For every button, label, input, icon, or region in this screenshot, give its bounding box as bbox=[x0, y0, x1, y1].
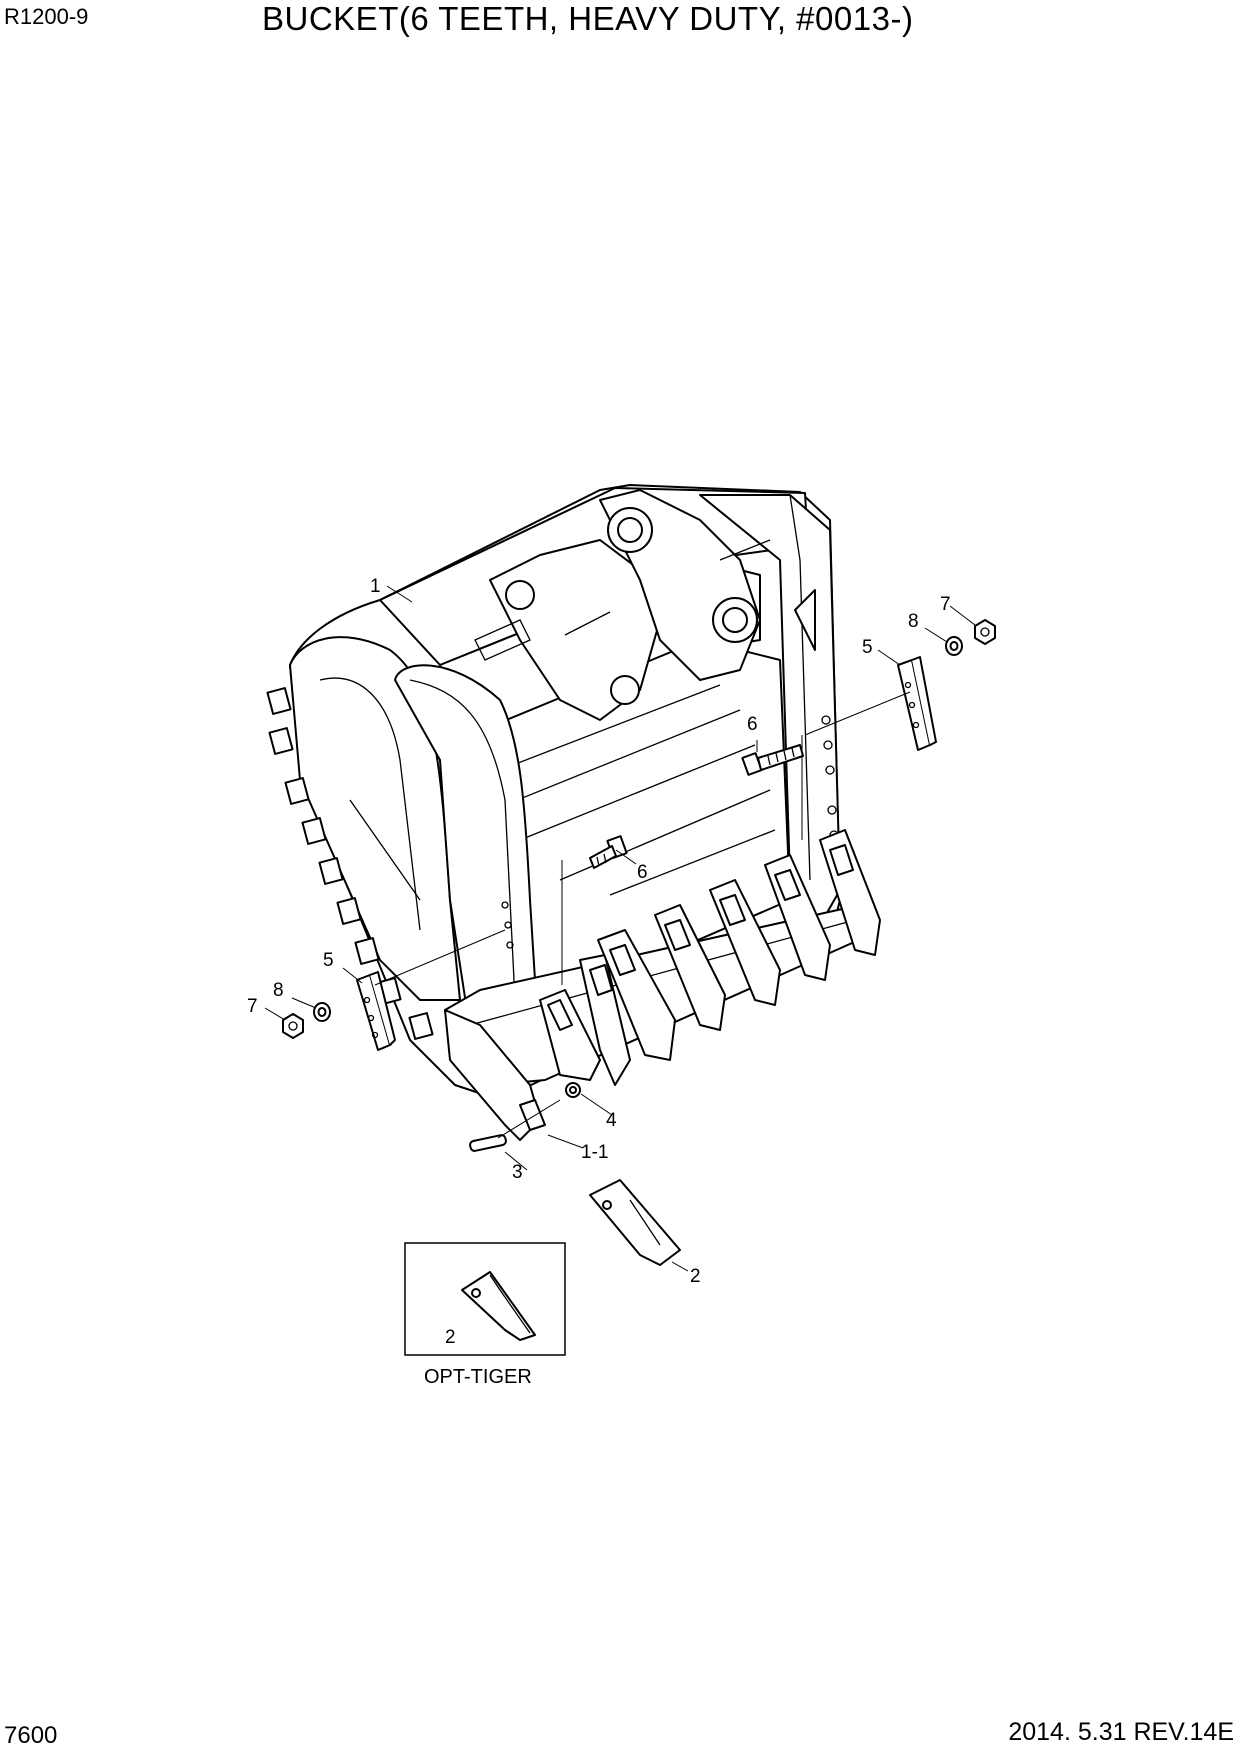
callout-4: 4 bbox=[606, 1110, 617, 1131]
bucket-teeth-row bbox=[444, 829, 881, 1141]
tiger-tooth bbox=[461, 1271, 536, 1341]
side-cutter-left bbox=[356, 971, 396, 1051]
callout-7-right: 7 bbox=[940, 594, 951, 615]
tooth-3 bbox=[597, 929, 676, 1061]
option-inset-box bbox=[404, 1242, 566, 1356]
nut-right bbox=[974, 619, 996, 645]
callout-2-opt: 2 bbox=[445, 1327, 456, 1348]
callout-5-left: 5 bbox=[323, 950, 334, 971]
date-revision: 2014. 5.31 REV.14E bbox=[1008, 1718, 1234, 1746]
callout-6-upper: 6 bbox=[747, 714, 758, 735]
tooth-1 bbox=[539, 989, 601, 1081]
bucket-body bbox=[266, 484, 871, 1101]
washer-part bbox=[565, 1082, 581, 1098]
pin-part bbox=[469, 1134, 507, 1152]
callout-2-tooth: 2 bbox=[690, 1266, 701, 1287]
callout-3: 3 bbox=[512, 1162, 523, 1183]
tooth-7 bbox=[819, 829, 881, 956]
tooth-detached bbox=[589, 1179, 681, 1266]
corner-adapter bbox=[444, 1009, 546, 1141]
callout-1: 1 bbox=[370, 576, 381, 597]
option-label: OPT-TIGER bbox=[424, 1366, 532, 1388]
tooth-4 bbox=[654, 904, 726, 1031]
callout-8-left: 8 bbox=[273, 980, 284, 1001]
bolt-upper bbox=[741, 744, 804, 776]
callout-7-left: 7 bbox=[247, 996, 258, 1017]
assembly-lines bbox=[374, 691, 911, 1139]
tooth-6 bbox=[764, 854, 831, 981]
callout-6-lower: 6 bbox=[637, 862, 648, 883]
tooth-5 bbox=[709, 879, 781, 1006]
page-title: BUCKET(6 TEETH, HEAVY DUTY, #0013-) bbox=[262, 0, 914, 37]
nut-left bbox=[282, 1013, 304, 1039]
washer-left bbox=[313, 1002, 331, 1022]
washer-right bbox=[945, 636, 963, 656]
callout-5-right: 5 bbox=[862, 637, 873, 658]
side-cutter-right bbox=[897, 656, 937, 751]
bolt-lower bbox=[589, 835, 628, 869]
page-number: 7600 bbox=[4, 1722, 58, 1749]
callout-1-1: 1-1 bbox=[581, 1142, 608, 1163]
tooth-2 bbox=[579, 954, 631, 1086]
callout-8-right: 8 bbox=[908, 611, 919, 632]
model-number: R1200-9 bbox=[4, 4, 89, 29]
